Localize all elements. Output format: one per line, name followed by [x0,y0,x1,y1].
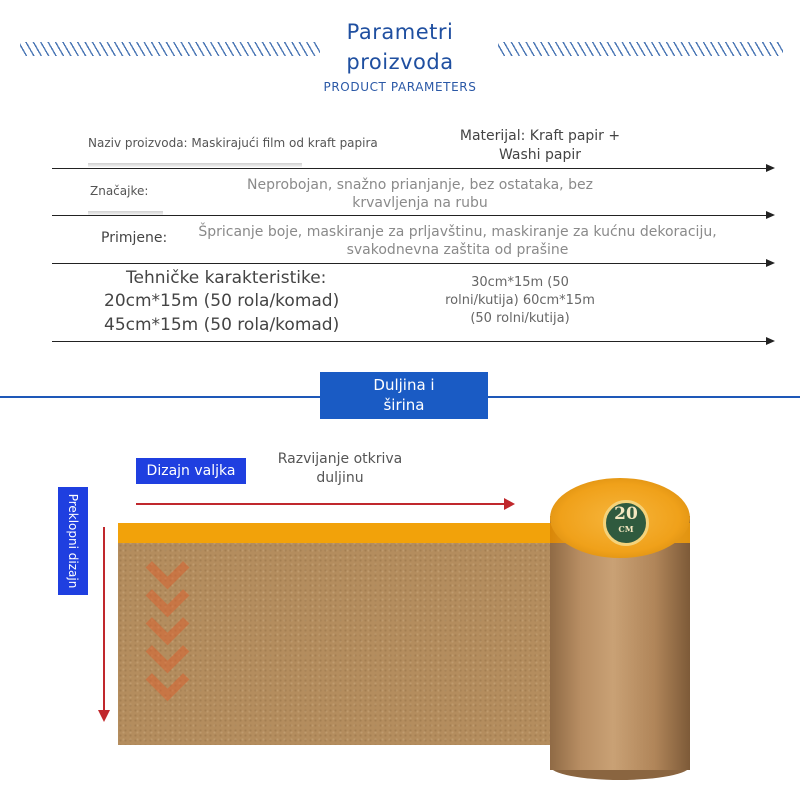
page-title-line2: proizvoda [346,50,454,74]
row-arrowhead-2 [766,211,775,219]
product-name-text: Naziv proizvoda: Maskirajući film od kra… [88,136,378,150]
features-label: Značajke: [90,184,149,198]
roll-label-icon [603,500,649,546]
roll-unit-text: CM [618,524,634,534]
material-text-line2: Washi papir [498,147,582,163]
row-arrowhead-3 [766,259,775,267]
row-rule-4 [52,341,767,342]
material-text-line1: Materijal: Kraft papir + [459,128,621,144]
page-subtitle: PRODUCT PARAMETERS [323,80,477,94]
section-badge-line1: Duljina i [373,376,435,394]
row-arrowhead-1 [766,164,775,172]
unrolled-film [118,523,558,745]
features-underline [88,211,163,215]
applications-text-line1: Špricanje boje, maskiranje za prljavštin… [198,224,717,240]
specs-label: Tehničke karakteristike: [126,268,327,288]
specs-line2: 45cm*15m (50 rola/komad) [104,315,340,335]
unroll-caption-line2: duljinu [316,470,364,486]
applications-text-line2: svakodnevna zaštita od prašine [346,242,569,258]
length-arrow-line [136,503,506,505]
features-text-line2: krvavljenja na rubu [352,195,488,211]
section-badge: Duljina i širina [320,372,488,419]
fold-design-tag: Preklopni dizajn [58,487,88,595]
product-name-underline [88,163,302,167]
row-rule-2 [52,215,767,216]
width-arrowhead [98,710,110,722]
specs-right-line2: rolni/kutija) 60cm*15m [445,293,595,308]
unroll-caption-line1: Razvijanje otkriva [277,451,403,467]
specs-line1: 20cm*15m (50 rola/komad) [104,291,340,311]
header-hatch-left [20,42,320,56]
header-hatch-right [498,42,783,56]
row-rule-1 [52,168,767,169]
specs-right-line3: (50 rolni/kutija) [470,311,570,326]
width-arrow-line [103,527,105,712]
features-text-line1: Neprobojan, snažno prianjanje, bez ostat… [247,177,593,193]
fold-design-label: Preklopni dizajn [66,493,80,589]
section-badge-line2: širina [383,396,425,414]
film-tape-strip [118,523,558,543]
roll-size-text: 20 [614,504,638,524]
page-title-line1: Parametri [346,20,454,44]
length-arrowhead [504,498,515,510]
roll-body [550,516,690,770]
row-rule-3 [52,263,767,264]
design-tag: Dizajn valjka [136,458,246,484]
unroll-caption: Razvijanje otkriva duljinu [250,450,430,488]
applications-label: Primjene: [101,230,168,246]
specs-right-line1: 30cm*15m (50 [471,275,569,290]
row-arrowhead-4 [766,337,775,345]
